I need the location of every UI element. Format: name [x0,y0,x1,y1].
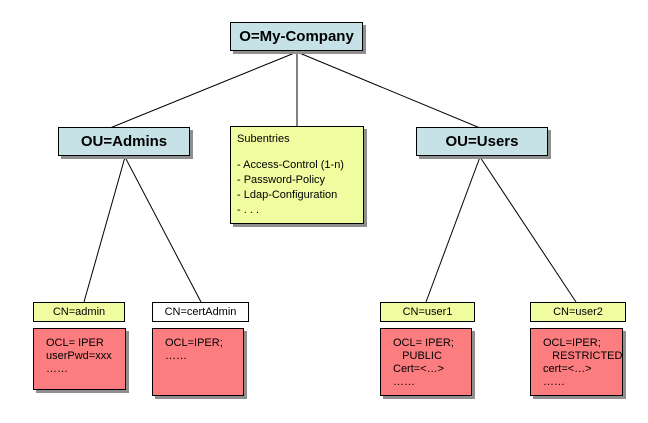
connector-admins-certadmin [124,156,202,303]
subentry-item: - . . . [237,204,259,216]
user1-cn-label: CN=user1 [402,306,453,318]
user2-cn-header: CN=user2 [530,302,626,322]
certadmin-cn-label: CN=certAdmin [164,306,237,318]
subentries-title: Subentries [237,133,290,145]
connector-admins-admin [83,156,126,303]
users-node: OU=Users [416,127,548,156]
attribute-line: …… [46,363,68,375]
attribute-line: Cert=<…> [393,363,445,375]
attribute-line: OCL=IPER; [543,337,601,349]
attribute-line: RESTRICTED [543,350,623,362]
admins-node: OU=Admins [58,127,190,156]
attribute-line: OCL= IPER; [393,337,454,349]
attribute-line: …… [543,376,565,388]
subentry-item: - Password-Policy [237,174,326,186]
attribute-line: PUBLIC [393,350,442,362]
attribute-line: OCL= IPER [46,337,104,349]
subentry-item: - Access-Control (1-n) [237,159,344,171]
connector-users-user1 [425,156,481,303]
admin-attributes: OCL= IPER userPwd=xxx …… [33,328,126,390]
certadmin-cn-header: CN=certAdmin [152,302,249,322]
user2-cn-label: CN=user2 [553,306,603,318]
user1-cn-header: CN=user1 [380,302,475,322]
admin-cn-header: CN=admin [33,302,125,322]
attribute-line: cert=<…> [543,363,592,375]
attribute-line: …… [165,350,187,362]
admins-node-label: OU=Admins [80,133,168,150]
subentries-box: Subentries - Access-Control (1-n) - Pass… [230,126,364,224]
connector-root-admins [109,51,298,129]
certadmin-attributes: OCL=IPER; …… [152,328,244,396]
connector-users-user2 [479,156,577,303]
attribute-line: …… [393,376,415,388]
user1-attributes: OCL= IPER; PUBLIC Cert=<…> …… [380,328,472,396]
root-node-label: O=My-Company [239,28,354,45]
users-node-label: OU=Users [445,133,519,150]
attribute-line: userPwd=xxx [46,350,112,362]
user2-attributes: OCL=IPER; RESTRICTED cert=<…> …… [530,328,623,396]
connector-root-users [296,51,481,129]
admin-cn-label: CN=admin [52,306,106,318]
root-node: O=My-Company [230,22,363,51]
attribute-line: OCL=IPER; [165,337,223,349]
subentry-item: - Ldap-Configuration [237,189,338,201]
